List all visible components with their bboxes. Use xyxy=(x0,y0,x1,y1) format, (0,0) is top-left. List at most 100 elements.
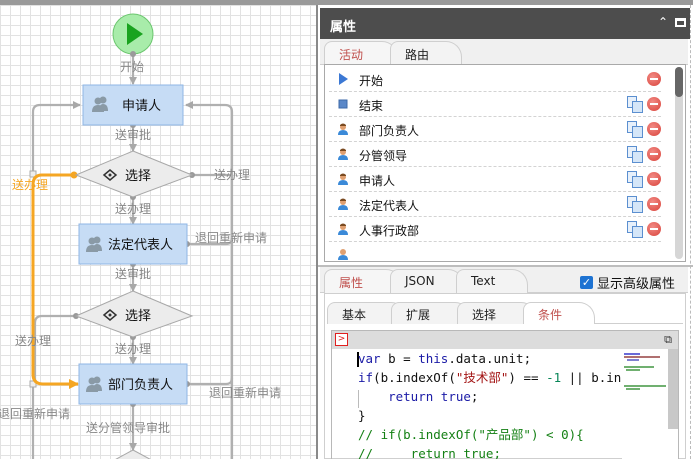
list-item[interactable] xyxy=(329,242,661,261)
edge-dept-return xyxy=(187,377,234,386)
node-choice2[interactable]: 选择 xyxy=(74,290,194,338)
edge-label: 退回重新申请 xyxy=(195,230,267,245)
node-legal-rep[interactable]: 法定代表人 xyxy=(78,223,188,265)
tab-activities[interactable]: 活动 xyxy=(324,41,398,65)
list-item[interactable]: 申请人 xyxy=(329,167,661,192)
stop-icon xyxy=(338,99,348,109)
edge-label: 送分管领导审批 xyxy=(86,420,170,435)
run-icon[interactable]: > xyxy=(335,333,348,346)
copy-icon[interactable] xyxy=(627,221,643,238)
checkbox-checked-icon[interactable]: ✓ xyxy=(580,276,593,289)
user-icon xyxy=(338,123,348,135)
users-icon xyxy=(86,236,102,252)
user-icon xyxy=(338,223,348,235)
condition-frame: 基本 扩展 选择 条件 > ⧉ var b = this.data.unit; … xyxy=(324,293,686,459)
list-item-label: 人事行政部 xyxy=(359,224,420,238)
copy-icon[interactable] xyxy=(627,121,643,138)
node-label: 申请人 xyxy=(122,99,161,114)
panel-header: 属性 ⌃ xyxy=(320,8,690,39)
node-applicant[interactable]: 申请人 xyxy=(82,84,184,126)
delete-icon[interactable] xyxy=(647,147,661,161)
subtab-choice[interactable]: 选择 xyxy=(457,302,537,324)
restore-window-icon[interactable]: ⧉ xyxy=(664,333,672,346)
delete-icon[interactable] xyxy=(647,72,661,86)
code-minimap[interactable] xyxy=(622,349,668,459)
delete-icon[interactable] xyxy=(647,197,661,211)
editor-toolbar: > ⧉ xyxy=(332,331,678,349)
gateway-icon xyxy=(102,169,118,181)
tab-text[interactable]: Text xyxy=(456,269,528,293)
active-dot xyxy=(70,171,78,179)
list-item[interactable]: 结束 xyxy=(329,92,661,117)
list-item-label: 结束 xyxy=(359,99,384,113)
edge-active[interactable] xyxy=(31,173,79,389)
node-next-partial[interactable] xyxy=(96,449,170,459)
flow-canvas[interactable]: 申请人 选择 法定代表人 xyxy=(0,5,316,459)
show-advanced-checkbox[interactable]: ✓ 显示高级属性 xyxy=(580,273,675,292)
edge-label: 送办理 xyxy=(115,201,151,216)
splitter[interactable] xyxy=(316,5,318,459)
node-label: 法定代表人 xyxy=(108,238,173,253)
panel-edge xyxy=(690,5,693,459)
activity-list: 开始 结束 部门负责人 分管领导 xyxy=(324,64,686,262)
list-item[interactable]: 人事行政部 xyxy=(329,217,661,242)
subtab-condition[interactable]: 条件 xyxy=(523,302,595,324)
list-scrollbar[interactable] xyxy=(675,67,683,259)
tab-json[interactable]: JSON xyxy=(390,269,464,293)
code-line: } xyxy=(358,408,366,423)
start-node[interactable] xyxy=(112,13,154,55)
copy-icon[interactable] xyxy=(627,96,643,113)
tab-properties[interactable]: 属性 xyxy=(324,269,402,293)
copy-icon[interactable] xyxy=(627,196,643,213)
sub-tabbar: 基本 扩展 选择 条件 xyxy=(327,300,683,324)
list-scroll-thumb[interactable] xyxy=(675,67,683,97)
edge-label: 退回重新申请 xyxy=(0,406,70,421)
edge-label: 退回重新申请 xyxy=(209,385,281,400)
copy-icon[interactable] xyxy=(627,146,643,163)
list-item-label: 申请人 xyxy=(359,174,396,188)
delete-icon[interactable] xyxy=(647,97,661,111)
waypoint-handle[interactable] xyxy=(29,380,37,388)
delete-icon[interactable] xyxy=(647,172,661,186)
copy-icon[interactable] xyxy=(627,171,643,188)
edge-label: 送办理 xyxy=(214,167,250,182)
collapse-icon[interactable]: ⌃ xyxy=(657,15,669,29)
code-editor[interactable]: > ⧉ var b = this.data.unit; if(b.indexOf… xyxy=(331,330,679,459)
delete-icon[interactable] xyxy=(647,222,661,236)
subtab-extend[interactable]: 扩展 xyxy=(391,302,471,324)
show-advanced-label: 显示高级属性 xyxy=(597,277,676,292)
code-area[interactable]: var b = this.data.unit; if(b.indexOf("技术… xyxy=(332,349,622,459)
edge-legal-return xyxy=(187,237,234,246)
list-item[interactable]: 开始 xyxy=(329,67,661,92)
code-line: // if(b.indexOf("产品部") < 0){ xyxy=(358,427,584,442)
edge-label: 送办理 xyxy=(15,333,51,348)
users-icon xyxy=(86,376,102,392)
list-item[interactable]: 法定代表人 xyxy=(329,192,661,217)
user-icon xyxy=(338,249,348,260)
list-item-label: 部门负责人 xyxy=(359,124,420,138)
maximize-icon[interactable] xyxy=(675,18,686,27)
list-item-label: 分管领导 xyxy=(359,149,408,163)
edge-label: 送办理 xyxy=(115,341,151,356)
node-choice1[interactable]: 选择 xyxy=(74,150,194,198)
list-item[interactable]: 分管领导 xyxy=(329,142,661,167)
node-label: 部门负责人 xyxy=(108,378,173,393)
editor-scroll-thumb[interactable] xyxy=(668,349,678,429)
edge-label: 开始 xyxy=(120,60,144,74)
list-item[interactable]: 部门负责人 xyxy=(329,117,661,142)
panel-divider[interactable] xyxy=(318,265,693,267)
flow-diagram: 申请人 选择 法定代表人 xyxy=(0,13,281,459)
code-line: var b = this.data.unit; xyxy=(358,351,532,366)
delete-icon[interactable] xyxy=(647,122,661,136)
edge-label: 送审批 xyxy=(115,266,151,281)
top-bar xyxy=(0,0,693,5)
node-label: 选择 xyxy=(125,169,151,184)
code-line: // return true; xyxy=(358,446,501,459)
waypoint-handle[interactable] xyxy=(29,170,37,178)
user-icon xyxy=(338,173,348,185)
panel-title: 属性 xyxy=(330,20,357,35)
tab-routes[interactable]: 路由 xyxy=(390,41,462,65)
node-dept-head[interactable]: 部门负责人 xyxy=(78,363,188,405)
user-icon xyxy=(338,148,348,160)
